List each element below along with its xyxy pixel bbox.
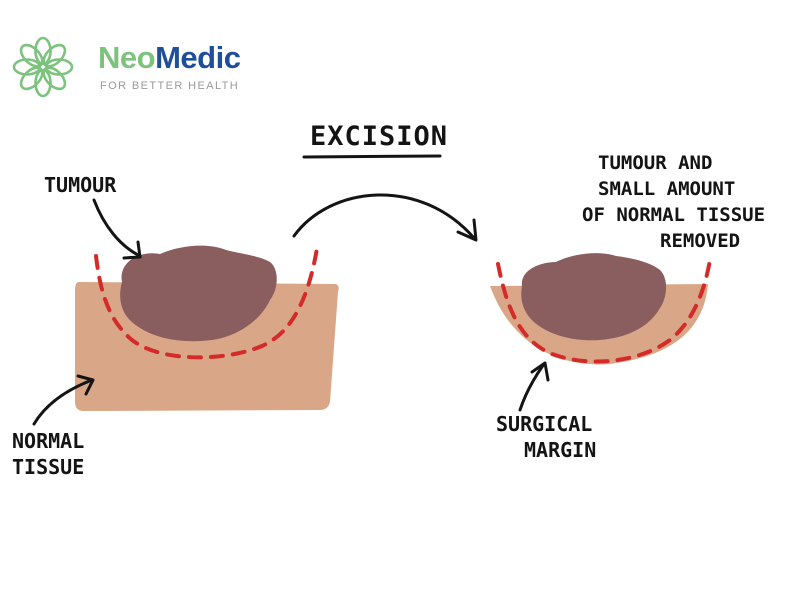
brand-name: NeoMedic <box>98 40 241 75</box>
diagram-title: EXCISION <box>310 121 449 152</box>
label-surgical-margin-line-2: MARGIN <box>524 438 597 462</box>
brand-name-neo: Neo <box>98 40 156 75</box>
tumour-right <box>521 253 667 341</box>
label-removed-line-2: SMALL AMOUNT <box>598 178 736 200</box>
title-underline <box>302 154 442 159</box>
transition-arrow <box>292 193 476 240</box>
tumour-left <box>120 245 277 342</box>
label-removed-line-3: OF NORMAL TISSUE <box>582 204 766 226</box>
label-removed-line-1: TUMOUR AND <box>598 152 713 174</box>
surgical-margin-pointer-arrowhead <box>530 361 550 382</box>
label-normal-tissue-line-1: NORMAL <box>12 429 85 453</box>
neomedic-logo: NeoMedic FOR BETTER HEALTH <box>12 36 262 98</box>
surgical-margin-pointer-arrow <box>518 362 546 412</box>
excision-line-left <box>94 240 320 360</box>
surgical-margin-line <box>496 258 712 364</box>
label-tumour: TUMOUR <box>44 173 117 197</box>
brand-name-medic: Medic <box>155 40 241 75</box>
transition-arrowhead <box>456 218 478 242</box>
flower-logo-icon <box>12 36 74 98</box>
normal-tissue-pointer-arrowhead <box>76 374 95 396</box>
brand-tagline: FOR BETTER HEALTH <box>100 80 240 92</box>
label-removed-line-4: REMOVED <box>660 230 741 252</box>
label-normal-tissue-line-2: TISSUE <box>12 455 85 479</box>
tumour-pointer-arrow <box>92 198 142 258</box>
label-surgical-margin-line-1: SURGICAL <box>496 412 593 436</box>
normal-tissue-pointer-arrow <box>32 378 94 426</box>
tumour-pointer-arrowhead <box>122 240 142 260</box>
